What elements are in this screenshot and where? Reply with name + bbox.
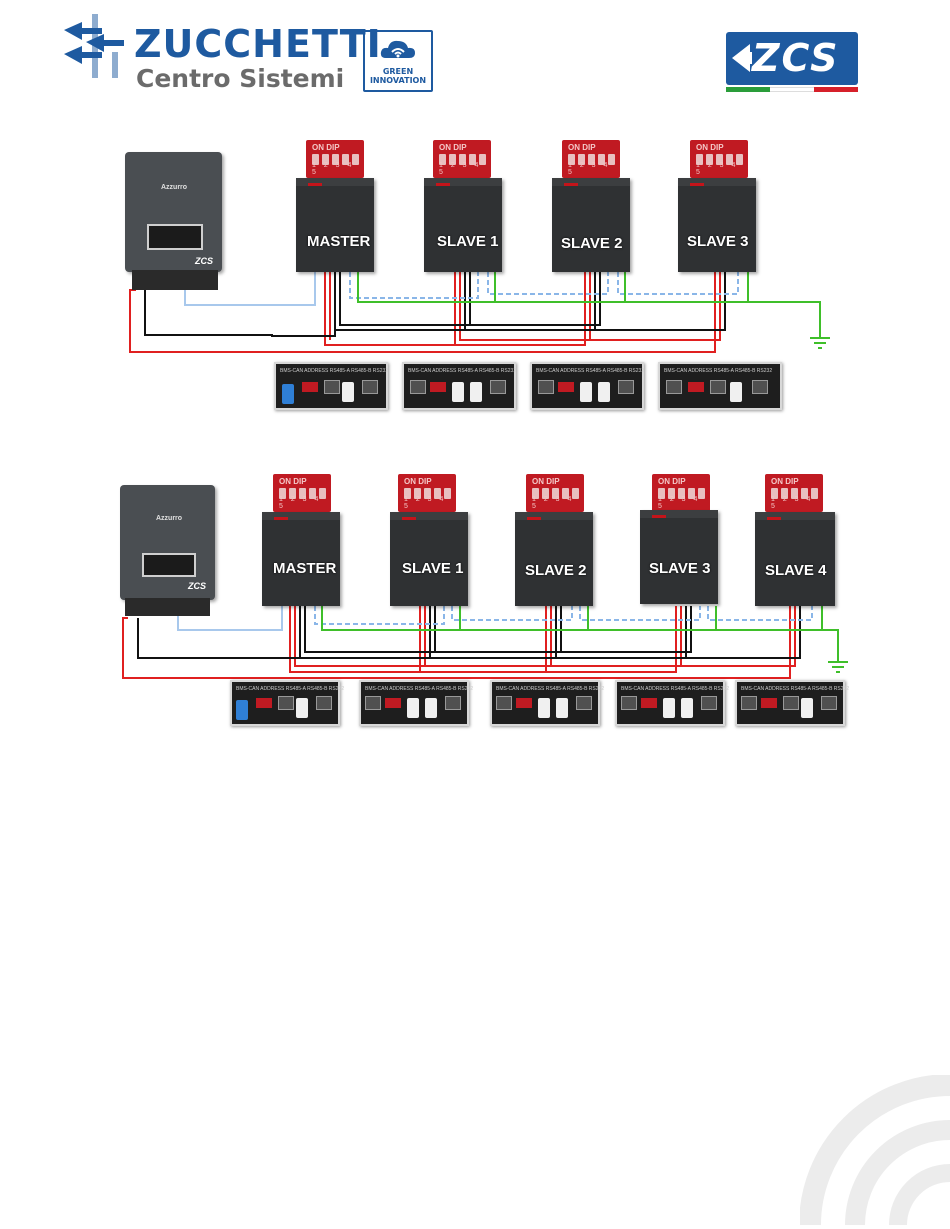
inverter-brand: Azzurro xyxy=(161,184,188,191)
flag-white-stripe xyxy=(770,87,814,92)
battery-slave1 xyxy=(424,178,502,272)
ground-symbol-2 xyxy=(828,661,848,673)
battery-label-slave3: SLAVE 3 xyxy=(687,233,749,250)
battery-2-slave4 xyxy=(755,512,835,606)
zcs-arrow-icon xyxy=(732,44,752,72)
dip-switch-slave1: ON DIP 1 2 3 4 5 xyxy=(433,140,491,178)
inverter-2-display xyxy=(142,553,196,577)
port-panel-2-master: BMS-CAN ADDRESS RS485-A RS485-B RS232 xyxy=(230,680,344,726)
port-panel-2-slave2: BMS-CAN ADDRESS RS485-A RS485-B RS232 xyxy=(490,680,604,726)
inverter-logo: ZCS xyxy=(195,256,213,266)
port-panel-2-slave3: BMS-CAN ADDRESS RS485-A RS485-B RS232 xyxy=(615,680,729,726)
dip-switch-slave2: ON DIP 1 2 3 4 5 xyxy=(562,140,620,178)
port-panel-slave1: BMS-CAN ADDRESS RS485-A RS485-B RS232 xyxy=(402,362,516,410)
port-panel-master: BMS-CAN ADDRESS RS485-A RS485-B RS232 xyxy=(274,362,388,410)
port-panel-slave2: BMS-CAN ADDRESS RS485-A RS485-B RS232 xyxy=(530,362,644,410)
battery-2-master xyxy=(262,512,340,606)
brand-subtitle: Centro Sistemi xyxy=(136,64,345,93)
battery-slave2 xyxy=(552,178,630,272)
cloud-wifi-icon xyxy=(380,40,415,58)
dip-switch-2-slave4: ON DIP 1 2 3 4 5 xyxy=(765,474,823,512)
badge-line-1: GREEN xyxy=(382,67,414,76)
inverter-display xyxy=(147,224,203,250)
brand-name: ZUCCHETTI xyxy=(134,22,382,66)
battery-label-slave1: SLAVE 1 xyxy=(437,233,499,250)
dip-switch-2-slave3: ON DIP 1 2 3 4 5 xyxy=(652,474,710,512)
decorative-arcs xyxy=(800,1075,950,1226)
battery-2-label-master: MASTER xyxy=(273,560,337,577)
ground-symbol-1 xyxy=(810,337,830,349)
inverter-2-brand: Azzurro xyxy=(156,515,183,522)
inverter: Azzurro ZCS xyxy=(125,152,222,272)
battery-label-master: MASTER xyxy=(307,233,371,250)
inverter-2: Azzurro ZCS xyxy=(120,485,215,600)
battery-2-slave2 xyxy=(515,512,593,606)
flag-green-stripe xyxy=(726,87,770,92)
battery-2-label-slave3: SLAVE 3 xyxy=(649,560,711,577)
dip-switch-master: ON DIP 1 2 3 4 5 xyxy=(306,140,364,178)
flag-red-stripe xyxy=(814,87,858,92)
green-innovation-badge: GREEN INNOVATION xyxy=(363,30,433,92)
port-panel-slave3: BMS-CAN ADDRESS RS485-A RS485-B RS232 xyxy=(658,362,782,410)
zucchetti-logo-icon xyxy=(64,14,124,78)
diagram2-wires xyxy=(122,606,848,679)
badge-line-2: INNOVATION xyxy=(369,76,427,85)
battery-label-slave2: SLAVE 2 xyxy=(561,235,623,252)
dip-switch-2-master: ON DIP 1 2 3 4 5 xyxy=(273,474,331,512)
dip-switch-2-slave2: ON DIP 1 2 3 4 5 xyxy=(526,474,584,512)
battery-slave3 xyxy=(678,178,756,272)
battery-2-label-slave1: SLAVE 1 xyxy=(402,560,464,577)
dip-switch-2-slave1: ON DIP 1 2 3 4 5 xyxy=(398,474,456,512)
battery-2-slave1 xyxy=(390,512,468,606)
port-panel-2-slave4: BMS-CAN ADDRESS RS485-A RS485-B RS232 xyxy=(735,680,849,726)
dip-switch-slave3: ON DIP 1 2 3 4 5 xyxy=(690,140,748,178)
battery-2-slave3 xyxy=(640,510,718,604)
port-panel-2-slave1: BMS-CAN ADDRESS RS485-A RS485-B RS232 xyxy=(359,680,473,726)
zcs-logo-text: ZCS xyxy=(752,36,840,80)
inverter-2-connectors xyxy=(125,598,210,616)
inverter-connectors xyxy=(132,270,218,290)
battery-master xyxy=(296,178,374,272)
inverter-2-logo: ZCS xyxy=(188,581,206,591)
battery-2-label-slave4: SLAVE 4 xyxy=(765,562,827,579)
battery-2-label-slave2: SLAVE 2 xyxy=(525,562,587,579)
